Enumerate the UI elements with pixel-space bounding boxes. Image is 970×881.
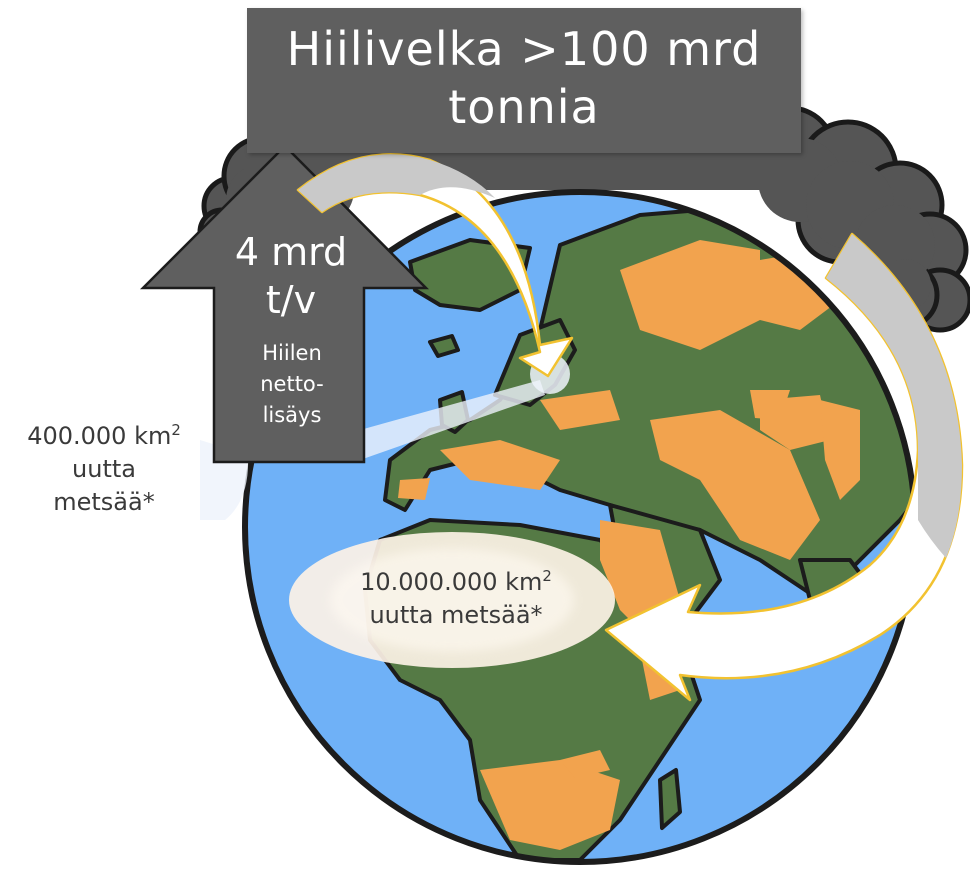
globe	[242, 189, 918, 865]
madagascar	[658, 768, 682, 830]
title-box	[247, 8, 801, 153]
iceland	[428, 334, 460, 358]
small-forest-area: 400.000 km2	[27, 421, 181, 450]
greenland	[408, 238, 532, 312]
title: Hiilivelka >100 mrd tonnia	[286, 22, 762, 134]
carbon-caption-line: lisäys	[262, 403, 322, 427]
small-forest-label: 400.000 km2 uutta metsää*	[0, 420, 208, 519]
small-forest-line: uutta	[72, 455, 136, 483]
carbon-arrow-caption: Hiilen netto- lisäys	[222, 338, 362, 431]
carbon-amount: 4 mrd	[234, 230, 348, 274]
carbon-caption-line: netto-	[260, 372, 324, 396]
highlight-beam	[360, 380, 545, 460]
curved-arrow-top-shade	[298, 154, 495, 212]
curved-arrow-right-shade	[826, 234, 962, 558]
large-forest-line: uutta metsää*	[369, 601, 543, 629]
central-forest-glow	[330, 548, 574, 652]
carbon-caption-line: Hiilen	[262, 341, 322, 365]
large-forest-area: 10.000.000 km2	[360, 567, 552, 596]
large-forest-label: 10.000.000 km2 uutta metsää*	[315, 566, 597, 632]
small-forest-line: metsää*	[53, 488, 155, 516]
carbon-rate: t/v	[265, 278, 317, 322]
carbon-arrow-amount: 4 mrd t/v	[218, 228, 364, 324]
arid-zones	[398, 240, 860, 850]
carbon-up-arrow	[139, 144, 430, 464]
